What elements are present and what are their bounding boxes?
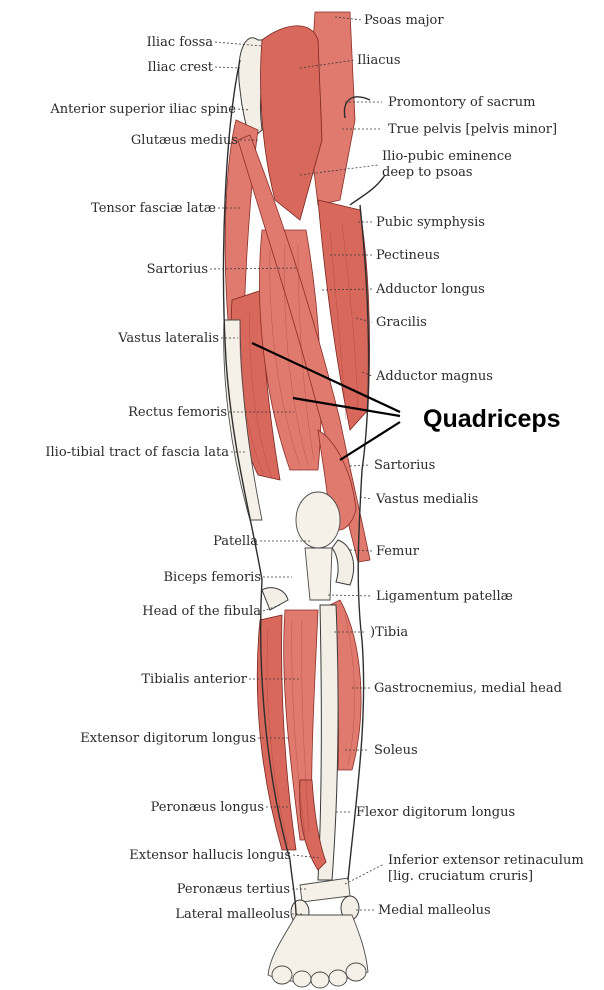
label-psoas-major: Psoas major bbox=[364, 13, 444, 28]
label-peronaeus-longus: Peronæus longus bbox=[151, 800, 264, 815]
label-ilio-pubic-eminence: Ilio-pubic eminence bbox=[382, 149, 512, 164]
label-vastus-lateralis: Vastus lateralis bbox=[117, 331, 219, 346]
label-adductor-longus: Adductor longus bbox=[375, 282, 485, 297]
label-promontory-of-sacrum: Promontory of sacrum bbox=[388, 95, 535, 110]
label-true-pelvis: True pelvis [pelvis minor] bbox=[388, 122, 557, 137]
label-iliac-crest: Iliac crest bbox=[147, 60, 213, 75]
label-gluteus-medius: Glutæus medius bbox=[131, 133, 238, 148]
label-femur: Femur bbox=[376, 544, 420, 559]
label-lateral-malleolus: Lateral malleolus bbox=[175, 907, 290, 922]
label-rectus-femoris: Rectus femoris bbox=[128, 405, 227, 420]
label-flexor-digitorum-longus: Flexor digitorum longus bbox=[356, 805, 515, 820]
label-tibialis-anterior: Tibialis anterior bbox=[141, 672, 247, 687]
label-medial-malleolus: Medial malleolus bbox=[378, 903, 491, 918]
label-pubic-symphysis: Pubic symphysis bbox=[376, 215, 485, 230]
label-peronaeus-tertius: Peronæus tertius bbox=[177, 882, 290, 897]
label-gracilis: Gracilis bbox=[376, 315, 427, 330]
label-iliotibial-tract: Ilio-tibial tract of fascia lata bbox=[45, 445, 229, 460]
label-iliacus: Iliacus bbox=[357, 53, 401, 68]
retinaculum-band bbox=[300, 878, 350, 902]
label-inferior-extensor-retinaculum: Inferior extensor retinaculum bbox=[388, 853, 584, 868]
label-extensor-hallucis-longus: Extensor hallucis longus bbox=[129, 848, 291, 863]
label-ligamentum-patellae: Ligamentum patellæ bbox=[376, 589, 513, 604]
label-sartorius-lower: Sartorius bbox=[374, 458, 435, 473]
label-adductor-magnus: Adductor magnus bbox=[375, 369, 493, 384]
label-tibia: )Tibia bbox=[370, 625, 408, 640]
pelvic-brim bbox=[350, 175, 385, 205]
label-iliac-fossa: Iliac fossa bbox=[147, 35, 214, 50]
label-sartorius-upper: Sartorius bbox=[147, 262, 208, 277]
label-gastrocnemius: Gastrocnemius, medial head bbox=[374, 681, 562, 696]
label-asis: Anterior superior iliac spine bbox=[49, 102, 236, 117]
label-patella: Patella bbox=[213, 534, 258, 549]
label-ilio-pubic-eminence-deep: deep to psoas bbox=[382, 165, 473, 180]
label-head-of-fibula: Head of the fibula bbox=[142, 604, 261, 619]
label-vastus-medialis: Vastus medialis bbox=[375, 492, 478, 507]
label-tensor-fasciae-latae: Tensor fasciæ latæ bbox=[91, 201, 216, 216]
quadriceps-label: Quadriceps bbox=[423, 405, 561, 433]
label-pectineus: Pectineus bbox=[376, 248, 440, 263]
tibia-shaft bbox=[318, 605, 338, 880]
label-soleus: Soleus bbox=[374, 743, 418, 758]
ligamentum-patellae-shape bbox=[305, 548, 332, 600]
label-inferior-extensor-retinaculum-alt: [lig. cruciatum cruris] bbox=[388, 869, 533, 884]
patella-bone bbox=[296, 492, 340, 548]
femur-condyle bbox=[332, 540, 354, 585]
label-biceps-femoris: Biceps femoris bbox=[163, 570, 261, 585]
label-extensor-digitorum-longus: Extensor digitorum longus bbox=[80, 731, 256, 746]
